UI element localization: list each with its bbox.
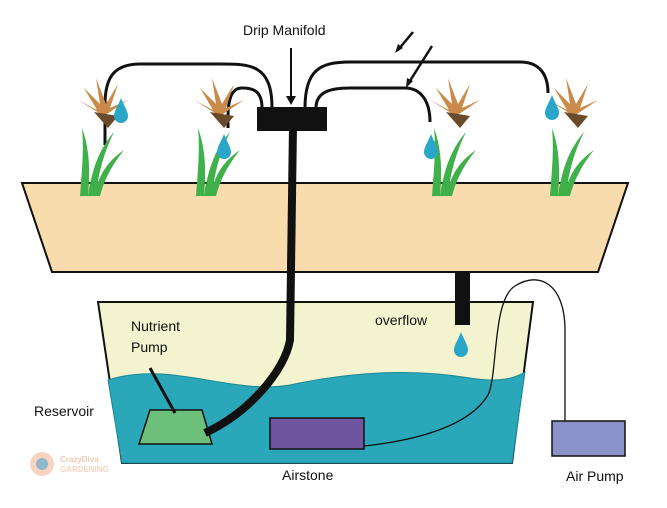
plant-1-leaves xyxy=(80,128,124,196)
water-drops xyxy=(114,95,559,357)
plant-2-flower xyxy=(194,78,244,116)
plant-4-leaves xyxy=(550,128,594,196)
reservoir-tank xyxy=(96,301,535,464)
air-pump xyxy=(551,420,626,457)
label-air-pump: Air Pump xyxy=(566,468,624,484)
flow-arrow-2 xyxy=(406,45,434,85)
flow-arrows xyxy=(395,31,434,88)
manifold-pointer-head xyxy=(286,96,296,105)
watermark-badge-center-icon xyxy=(36,458,48,470)
flow-arrow-2-head xyxy=(406,78,413,88)
grow-tray xyxy=(20,182,630,273)
plant-4 xyxy=(548,78,598,196)
label-nutrient-pump-line1: Nutrient xyxy=(131,318,180,334)
overflow-pipe xyxy=(455,272,470,325)
drip-line-3 xyxy=(314,86,432,123)
drip-line-1 xyxy=(103,62,274,145)
plant-3-flower-shade xyxy=(446,112,470,128)
drip-line-2 xyxy=(226,86,264,128)
nutrient-pump-pointer xyxy=(148,367,177,414)
feed-tube xyxy=(203,125,297,437)
plant-3-leaves xyxy=(432,128,476,196)
drip-manifold xyxy=(257,107,327,131)
watermark-logo: CrazyDiva GARDENING xyxy=(30,452,109,476)
plant-4-flower xyxy=(548,78,598,116)
water-drop-3 xyxy=(424,134,438,159)
label-airstone: Airstone xyxy=(282,467,334,483)
label-drip-manifold: Drip Manifold xyxy=(243,22,325,38)
water-drop-1 xyxy=(114,98,128,123)
drip-lines xyxy=(103,60,550,145)
nutrient-pump xyxy=(137,409,214,445)
plant-2-leaves xyxy=(196,128,240,196)
drip-line-4 xyxy=(303,60,550,109)
plant-2 xyxy=(194,78,244,196)
plant-3 xyxy=(430,78,480,196)
air-line xyxy=(363,279,566,447)
plant-4-flower-shade xyxy=(564,112,588,128)
airstone xyxy=(269,417,365,450)
label-reservoir: Reservoir xyxy=(34,403,94,419)
plant-1-flower-shade xyxy=(94,112,118,128)
plant-1-flower xyxy=(78,78,128,116)
watermark-line2: GARDENING xyxy=(60,465,109,474)
label-overflow: overflow xyxy=(375,312,428,328)
plant-2-flower-shade xyxy=(210,112,234,128)
plant-3-flower xyxy=(430,78,480,116)
watermark-line1: CrazyDiva xyxy=(60,455,99,464)
water-drop-2 xyxy=(217,134,231,159)
plant-1 xyxy=(78,78,128,196)
water-drop-overflow xyxy=(454,332,468,357)
water-drop-4 xyxy=(545,95,559,120)
flow-arrow-1-head xyxy=(395,44,403,53)
label-nutrient-pump-line2: Pump xyxy=(131,339,168,355)
